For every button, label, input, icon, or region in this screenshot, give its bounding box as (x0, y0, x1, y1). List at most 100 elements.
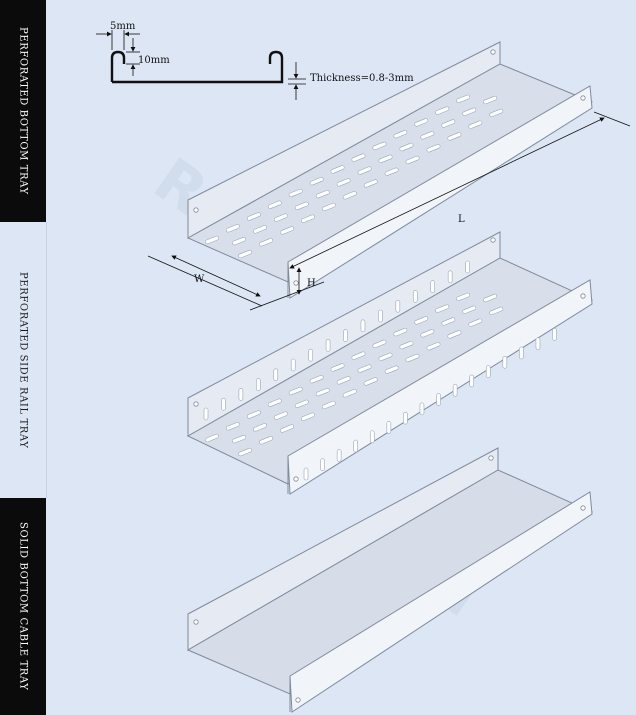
perforation-slot (225, 422, 240, 431)
tray-perforated-bottom: L W H (147, 41, 631, 311)
rail-slot (273, 368, 279, 382)
perforation-slot (253, 225, 267, 234)
perforation-slot (205, 235, 219, 245)
perforation-slot (483, 95, 498, 105)
perforation-slot (342, 389, 357, 398)
perforation-slot (456, 292, 471, 302)
rail-slot (412, 290, 418, 303)
perforation-slot (259, 436, 273, 445)
category-block-perforated-bottom: PERFORATED BOTTOM TRAY (0, 0, 46, 222)
rail-slot (419, 402, 425, 416)
rail-slot (369, 430, 375, 444)
rail-slot (395, 299, 401, 313)
perforation-slot (483, 293, 498, 303)
tray-diagram: R N 5mm 10mm Thickness=0.8-3mm (96, 21, 631, 713)
perforation-slot (267, 398, 282, 407)
perforation-slot (232, 236, 246, 246)
perforation-slot (435, 304, 450, 313)
rail-slot (360, 319, 366, 333)
perforation-slot (238, 447, 253, 457)
rail-slot (535, 337, 541, 350)
tray-solid-bottom (186, 447, 594, 713)
rail-slot (320, 458, 325, 471)
perforation-slot (351, 351, 366, 360)
perforation-slot (288, 386, 303, 396)
profile-height-dimension: 10mm (138, 55, 170, 66)
rail-slot (502, 355, 508, 369)
perforation-slot (489, 306, 504, 316)
perforation-slot (393, 327, 408, 337)
perforation-slot (321, 400, 336, 410)
perforation-slot (372, 339, 387, 349)
rail-slot (308, 348, 313, 362)
perforation-slot (489, 108, 504, 118)
category-block-solid-bottom: SOLID BOTTOM CABLE TRAY (0, 498, 46, 715)
rail-slot (221, 397, 226, 411)
perforation-slot (363, 377, 378, 386)
rail-slot (203, 407, 209, 421)
rail-slot (552, 328, 557, 341)
category-sidebar: PERFORATED BOTTOM TRAY PERFORATED SIDE R… (0, 0, 47, 715)
length-dimension: L (458, 214, 465, 225)
perforation-slots (205, 292, 504, 457)
perforation-slot (330, 363, 345, 372)
width-dimension: W (194, 274, 205, 285)
perforation-slot (280, 424, 294, 433)
perforation-slot (273, 411, 288, 420)
perforation-slot (225, 224, 240, 233)
perforation-slot (399, 340, 414, 350)
rail-slot (303, 467, 309, 481)
rail-slot (238, 388, 244, 401)
rail-slot (452, 383, 458, 397)
perforation-slot (253, 423, 267, 432)
rail-slot (519, 346, 524, 360)
perforation-slot (405, 353, 420, 363)
perforation-slot (294, 399, 309, 409)
profile-lip-dimension: 5mm (110, 21, 136, 32)
perforation-slot (309, 375, 324, 384)
perforation-slot (273, 213, 288, 222)
rail-slot (378, 309, 383, 323)
rail-slot (290, 358, 296, 372)
perforation-slot (336, 376, 351, 385)
rail-slot (430, 280, 436, 293)
perforation-slot (246, 212, 261, 221)
perforation-slot (300, 412, 315, 421)
category-label: PERFORATED SIDE RAIL TRAY (17, 271, 29, 449)
rail-slot (436, 393, 441, 406)
perforation-slot (232, 434, 246, 444)
rail-slot (447, 270, 453, 284)
perforation-slot (205, 433, 219, 443)
perforation-slot (456, 94, 471, 104)
rail-slot (336, 449, 342, 462)
rail-slot (325, 339, 331, 352)
rail-slot (343, 329, 348, 342)
rail-slot (465, 260, 470, 274)
perforation-slot (447, 330, 462, 339)
perforation-slot (414, 316, 429, 325)
profile-thickness-label: Thickness=0.8-3mm (310, 73, 414, 84)
perforation-slot (426, 342, 441, 351)
profile-cross-section: 5mm 10mm Thickness=0.8-3mm (96, 21, 414, 100)
category-label: PERFORATED BOTTOM TRAY (17, 27, 29, 195)
perforation-slot (259, 238, 273, 247)
perforation-slot (462, 305, 477, 314)
height-dimension: H (307, 278, 316, 289)
perforation-slot (468, 318, 483, 327)
perforation-slot (441, 317, 456, 326)
side-rail-slots (203, 260, 557, 481)
rail-slot (485, 365, 491, 378)
rail-slot (469, 374, 474, 388)
rail-slot (353, 439, 359, 453)
perforation-slot (435, 106, 450, 115)
category-block-perforated-side-rail: PERFORATED SIDE RAIL TRAY (0, 222, 47, 498)
perforation-slot (378, 352, 393, 361)
rail-slot (256, 378, 261, 391)
tray-perforated-side-rail (186, 231, 594, 495)
perforation-slot (420, 329, 435, 338)
perforation-slot (462, 107, 477, 116)
category-label: SOLID BOTTOM CABLE TRAY (17, 522, 29, 691)
perforation-slot (357, 364, 372, 373)
rail-slot (403, 411, 408, 425)
perforation-slot (384, 365, 399, 374)
